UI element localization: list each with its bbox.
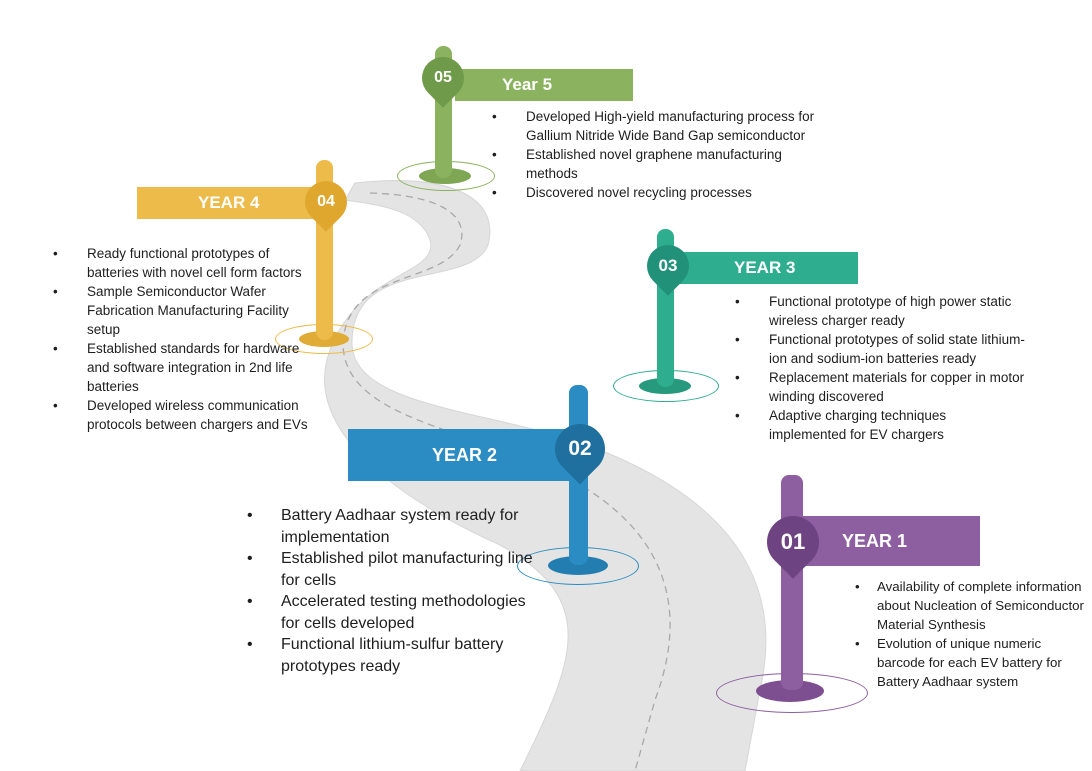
list-item: Established standards for hardware and s… [53, 339, 315, 396]
list-item: Battery Aadhaar system ready for impleme… [247, 505, 547, 548]
list-item: Discovered novel recycling processes [492, 183, 832, 202]
list-item: Ready functional prototypes of batteries… [53, 244, 315, 282]
year2-banner: YEAR 2 [348, 429, 578, 481]
year3-banner: YEAR 3 [672, 252, 858, 284]
year2-number: 02 [568, 437, 592, 460]
year5-number: 05 [434, 69, 452, 86]
year3-label: YEAR 3 [734, 258, 796, 277]
year1-achievements-list: Availability of complete information abo… [855, 577, 1087, 691]
year5-banner: Year 5 [455, 69, 633, 101]
year1-banner: YEAR 1 [792, 516, 980, 566]
list-item: Established novel graphene manufacturing… [492, 145, 832, 183]
list-item: Functional lithium-sulfur battery protot… [247, 634, 547, 677]
year3-achievements-list: Functional prototype of high power stati… [735, 292, 1025, 444]
list-item: Evolution of unique numeric barcode for … [855, 634, 1087, 691]
year2-achievements-list: Battery Aadhaar system ready for impleme… [247, 505, 547, 677]
list-item: Accelerated testing methodologies for ce… [247, 591, 547, 634]
list-item: Developed High-yield manufacturing proce… [492, 107, 832, 145]
year1-pole [781, 475, 803, 690]
year2-pole-base [548, 556, 608, 575]
list-item: Availability of complete information abo… [855, 577, 1087, 634]
year1-pole-base [756, 680, 824, 702]
list-item: Established pilot manufacturing line for… [247, 548, 547, 591]
list-item: Replacement materials for copper in moto… [735, 368, 1025, 406]
year4-label: YEAR 4 [198, 193, 260, 212]
year3-number: 03 [658, 256, 678, 275]
year1-label: YEAR 1 [842, 530, 908, 551]
list-item: Functional prototypes of solid state lit… [735, 330, 1025, 368]
year5-label: Year 5 [502, 75, 553, 94]
year2-label: YEAR 2 [432, 444, 498, 465]
year4-number: 04 [317, 193, 335, 210]
year5-achievements-list: Developed High-yield manufacturing proce… [492, 107, 832, 202]
list-item: Adaptive charging techniques implemented… [735, 406, 1025, 444]
list-item: Developed wireless communication protoco… [53, 396, 315, 434]
year1-number: 01 [780, 529, 806, 554]
list-item: Sample Semiconductor Wafer Fabrication M… [53, 282, 315, 339]
road-centerline [342, 192, 671, 771]
year4-achievements-list: Ready functional prototypes of batteries… [53, 244, 315, 434]
list-item: Functional prototype of high power stati… [735, 292, 1025, 330]
